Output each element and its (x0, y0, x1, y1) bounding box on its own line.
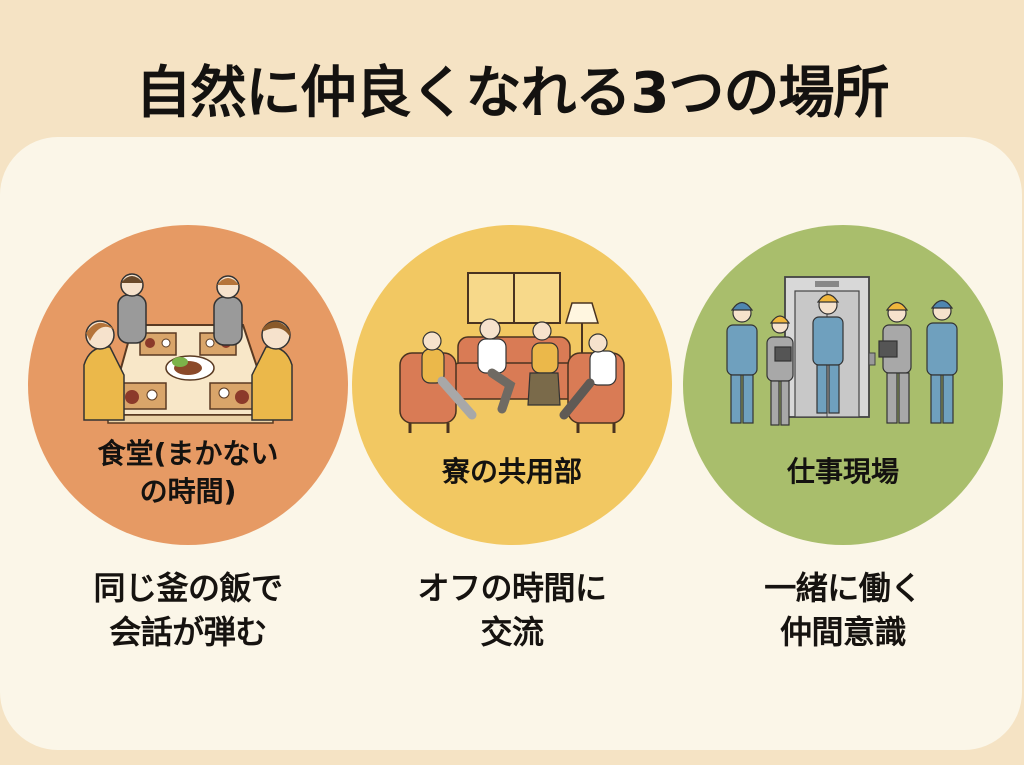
workers-in-hardhats-at-elevator-illustration (726, 276, 958, 426)
dining-caption-line2: 会話が弾む (109, 613, 267, 651)
people-eating-at-table-illustration (83, 273, 293, 424)
dorm-label: 寮の共用部 (441, 455, 582, 488)
worksite-caption: 一緒に働く 仲間意識 (683, 566, 1003, 654)
dorm-caption-line2: 交流 (480, 613, 544, 651)
dorm-circle: 寮の共用部 (352, 225, 672, 545)
worksite-caption-line1: 一緒に働く (764, 569, 922, 607)
worksite-label: 仕事現場 (786, 455, 899, 488)
dorm-caption: オフの時間に 交流 (352, 566, 672, 654)
worksite-circle: 仕事現場 (683, 225, 1003, 545)
dining-label-line2: の時間) (139, 475, 237, 508)
dining-caption: 同じ釜の飯で 会話が弾む (28, 566, 348, 654)
dining-caption-line1: 同じ釜の飯で (93, 569, 283, 607)
dorm-caption-line1: オフの時間に (417, 569, 607, 607)
dining-circle: 食堂(まかない の時間) (28, 225, 348, 545)
people-chatting-on-sofas-illustration (399, 272, 625, 433)
page-title: 自然に仲良くなれる3つの場所 (135, 61, 890, 126)
worksite-caption-line2: 仲間意識 (779, 613, 907, 651)
dining-label-line1: 食堂(まかない (97, 437, 279, 470)
